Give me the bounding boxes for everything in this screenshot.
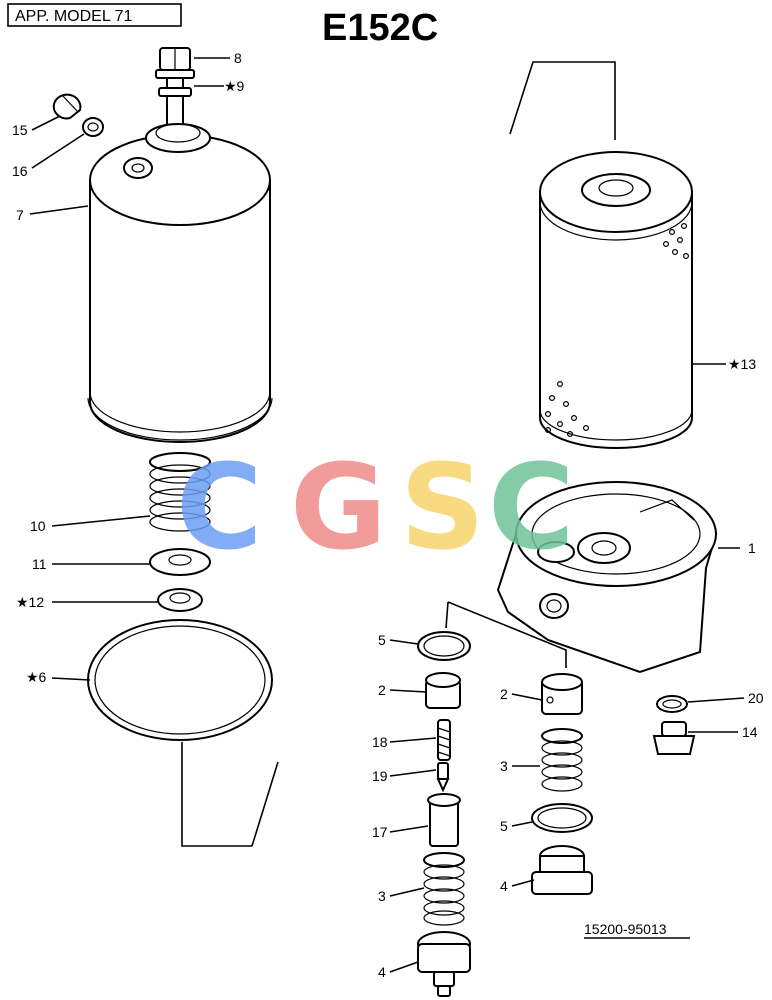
spring-3-left [423,852,465,926]
plug-15 [52,93,82,120]
callout-12: ★12 [16,594,44,610]
callout-5-left: 5 [378,632,386,648]
callout-2-left: 2 [378,682,386,698]
filter-element-13 [539,151,693,449]
callout-18: 18 [372,734,388,750]
callout-16: 16 [12,163,28,179]
diagram-title: E152C [322,7,438,49]
watermark-letter-c1: C [176,438,263,576]
callout-14: 14 [742,724,758,740]
gasket-5-right [531,803,593,833]
plug-14 [652,721,696,755]
o-ring-6 [87,619,273,741]
plug-4-left [417,931,471,997]
callout-15: 15 [12,122,28,138]
seal-12 [157,588,203,612]
part-number: 15200-95013 [584,921,667,937]
callout-8: 8 [234,50,242,66]
gasket-5-left [417,631,471,661]
callout-9: ★9 [224,78,245,94]
app-model-label: APP. MODEL 71 [15,8,132,25]
cgsc-watermark: C G S C [176,438,575,576]
callout-2-right: 2 [500,686,508,702]
callout-1: 1 [748,540,756,556]
callout-6: ★6 [26,669,47,685]
assembly-bracket-right [509,61,616,140]
callout-4-right: 4 [500,878,508,894]
washer-11 [149,548,211,576]
watermark-letter-c2: C [488,438,575,576]
valve-cap-2-right [541,673,583,715]
callout-20: 20 [748,690,764,706]
spring-10 [149,452,211,532]
app-model-box [7,3,182,27]
plug-4-right [531,845,593,895]
washer-16 [82,117,104,137]
watermark-letter-g: G [290,438,387,576]
callout-7: 7 [16,207,24,223]
callout-10: 10 [30,518,46,534]
callout-3-left: 3 [378,888,386,904]
watermark-letter-s: S [400,438,485,576]
leader-lines [29,57,745,973]
callout-5-right: 5 [500,818,508,834]
spring-3-right [541,728,583,792]
callout-19: 19 [372,768,388,784]
callout-11: 11 [32,556,47,572]
spring-18 [437,719,451,761]
assembly-bracket-left [181,742,252,847]
valve-pin-19 [436,762,450,793]
valve-bracket-line-short [445,601,449,629]
valve-bracket-line [447,601,567,668]
washer-20 [656,695,688,713]
valve-sleeve-17 [427,793,461,847]
callout-3-right: 3 [500,758,508,774]
filter-housing-7 [87,123,273,443]
assembly-bracket-left-tail [251,761,279,847]
callout-4-left: 4 [378,964,386,980]
valve-cap-2-left [425,672,461,709]
callout-17: 17 [372,824,388,840]
callout-13: ★13 [728,356,756,372]
filter-body-1 [496,481,718,674]
